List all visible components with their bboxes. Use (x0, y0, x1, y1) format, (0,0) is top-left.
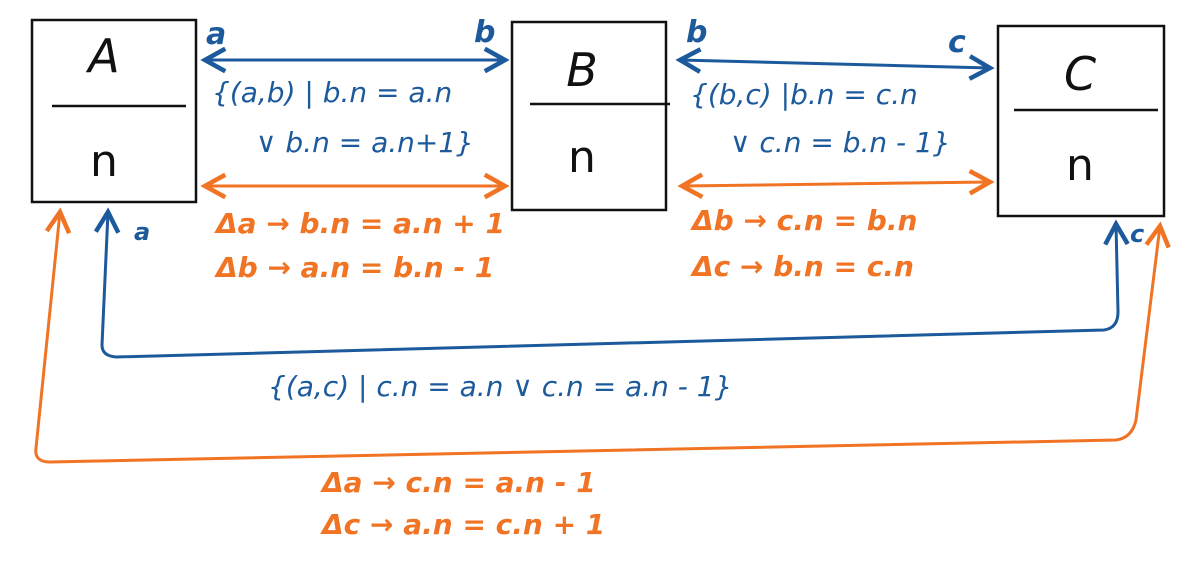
box-b-attribute: n (568, 132, 596, 183)
box-c-title: C (1064, 47, 1096, 101)
bc-constraint-line-2: ∨ c.n = b.n - 1} (730, 126, 951, 159)
bc-end-label-b: b (686, 15, 707, 50)
box-a-title: A (85, 29, 119, 83)
ab-update-line-2: Δb → a.n = b.n - 1 (214, 251, 494, 284)
bc-constraint-arrow (680, 60, 990, 68)
ab-constraint-line-2: ∨ b.n = a.n+1} (256, 126, 474, 159)
ac-end-label-a: a (134, 218, 150, 246)
ab-end-label-b: b (474, 15, 495, 50)
ac-constraint: {(a,c) | c.n = a.n ∨ c.n = a.n - 1} (268, 370, 732, 403)
ab-end-label-a: a (206, 17, 226, 52)
box-a: A n (30, 18, 198, 204)
bc-end-label-c: c (948, 25, 966, 60)
ac-end-label-c: c (1130, 220, 1144, 248)
ac-update-line-1: Δa → c.n = a.n - 1 (320, 466, 596, 499)
bc-constraint-line-1: {(b,c) |b.n = c.n (690, 78, 918, 111)
ac-constraint-arrow (102, 212, 1118, 359)
bc-update-arrow (682, 182, 990, 186)
box-c: C n (996, 24, 1166, 218)
ac-update-line-2: Δc → a.n = c.n + 1 (320, 508, 605, 541)
bc-update-line-1: Δb → c.n = b.n (690, 204, 917, 237)
bc-update-line-2: Δc → b.n = c.n (690, 250, 914, 283)
ab-constraint-line-1: {(a,b) | b.n = a.n (212, 76, 452, 109)
ac-update-arrow (34, 212, 1160, 464)
box-b-title: B (566, 43, 598, 97)
box-b: B n (510, 20, 670, 212)
ab-update-line-1: Δa → b.n = a.n + 1 (214, 207, 505, 240)
box-a-attribute: n (90, 136, 118, 187)
box-c-attribute: n (1066, 140, 1094, 191)
